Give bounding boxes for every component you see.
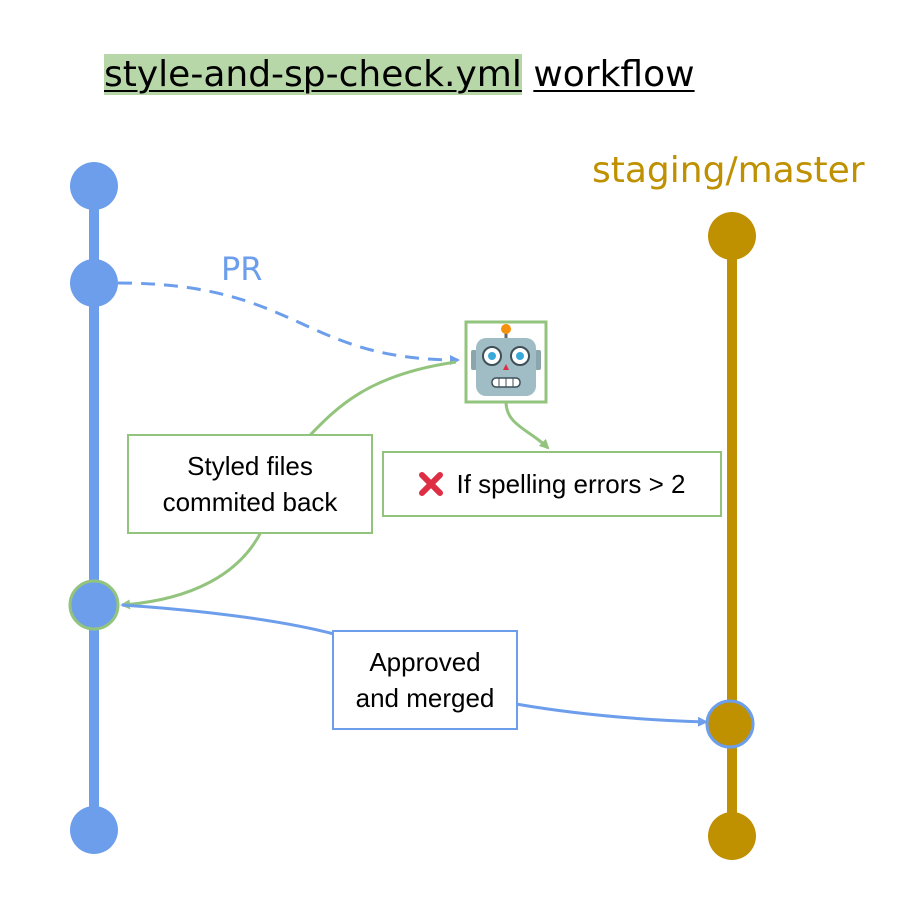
styled-files-line2: commited back [162,487,338,517]
styled-files-box: Styled files commited back [127,434,373,534]
pr-arrow [117,281,460,365]
merge-line2: and merged [355,683,495,713]
pr-label: PR [221,250,263,288]
merge-box: Approved and merged [332,630,518,730]
feature-commit-styled [68,579,120,631]
spelling-check-arrow [504,401,550,450]
title-suffix: workflow [533,54,695,95]
feature-commit [70,806,118,854]
robot-icon [464,320,548,404]
spelling-check-box: If spelling errors > 2 [382,451,722,517]
feature-commit [70,259,118,307]
target-commit [708,212,756,260]
target-branch-label: staging/master [592,150,865,191]
target-commit [708,812,756,860]
feature-commit [70,162,118,210]
styled-files-line1: Styled files [187,451,313,481]
page-title: style-and-sp-check.yml workflow [104,52,695,98]
merge-arrow [121,603,706,722]
merge-line1: Approved [369,647,481,677]
cross-mark-icon [419,472,444,496]
title-filename: style-and-sp-check.yml [104,54,522,95]
target-commit-merged [705,699,755,749]
spelling-check-text: If spelling errors > 2 [456,468,686,499]
